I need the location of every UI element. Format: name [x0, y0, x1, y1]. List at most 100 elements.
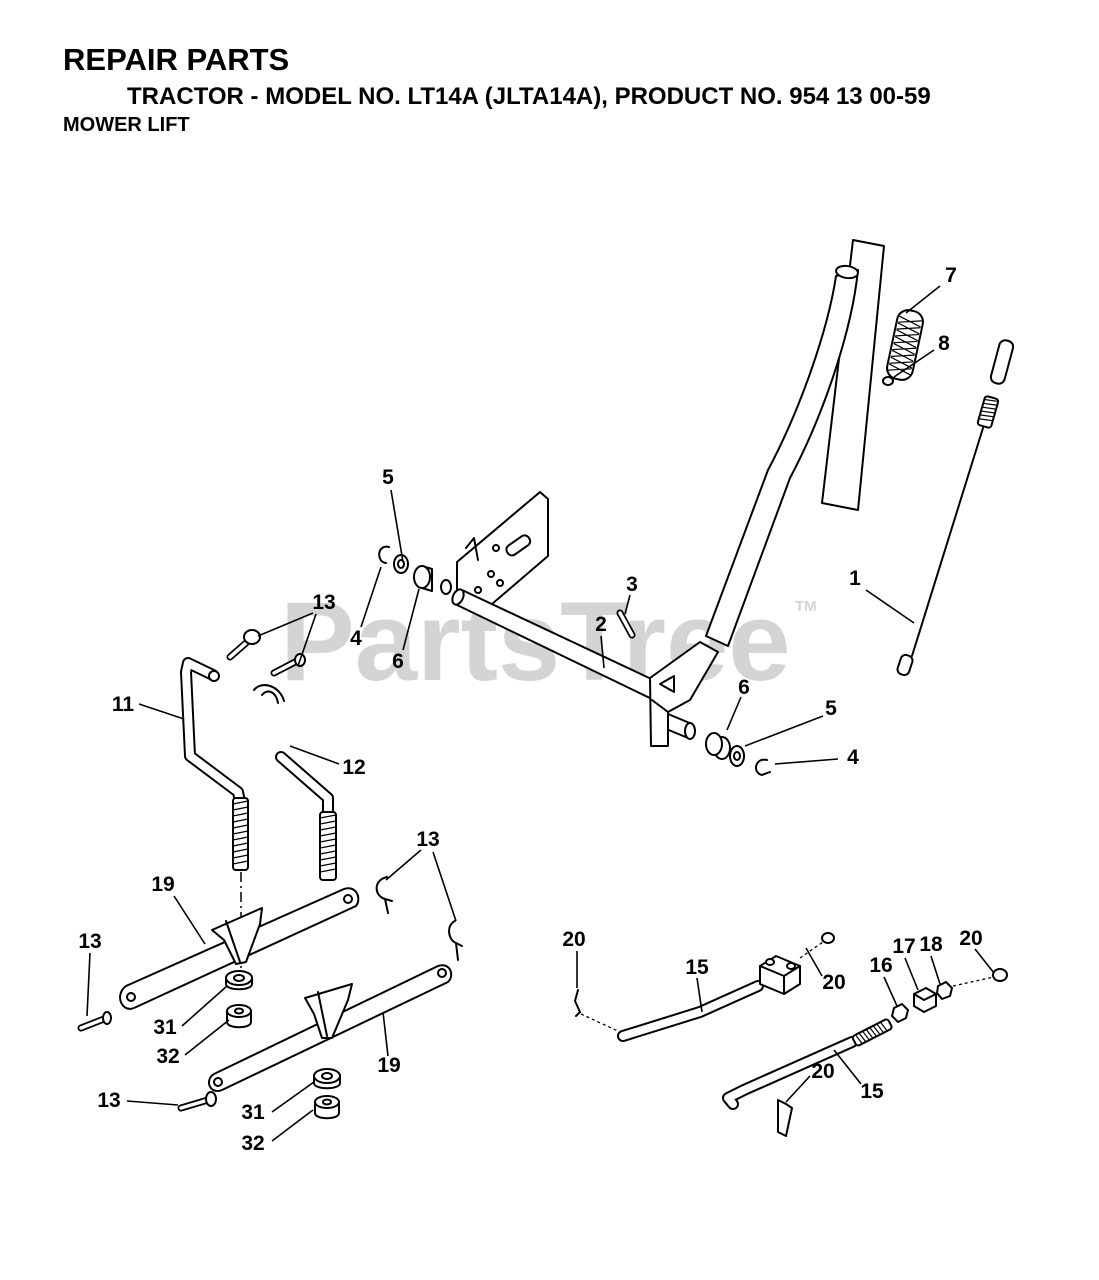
part-11-lift-link — [180, 657, 249, 871]
callout-label: 4 — [350, 627, 362, 650]
callout-7: 7 — [905, 264, 957, 314]
leader-line — [257, 612, 314, 637]
shaft-stub-end — [684, 722, 696, 740]
thread-lines — [978, 398, 999, 422]
block-edge — [913, 993, 937, 1001]
part-6-bushing-left — [413, 565, 431, 589]
callout-20-left: 20 — [562, 928, 586, 988]
callout-12: 12 — [289, 745, 366, 779]
leader-line — [271, 1109, 314, 1142]
callout-label: 2 — [595, 613, 607, 636]
part-13-pin-bottom-left — [77, 1011, 112, 1032]
part-15-rod-lower — [722, 968, 1008, 1137]
callout-4-left: 4 — [350, 566, 382, 650]
callout-label: 31 — [153, 1016, 177, 1039]
callout-19-lower: 19 — [377, 1011, 401, 1077]
plate-notch — [465, 537, 479, 561]
callout-13-bottom: 13 — [97, 1089, 179, 1112]
rod-thread — [976, 395, 1000, 429]
part-20-clip-upper — [821, 932, 835, 944]
leader-line — [126, 1100, 179, 1106]
part-13-hairpin-b — [448, 920, 463, 961]
rod-top-cap — [989, 339, 1015, 385]
callout-label: 6 — [738, 676, 750, 699]
leader-line — [904, 957, 919, 991]
part-32-nut-upper — [226, 1004, 252, 1029]
rod-fill — [619, 982, 762, 1040]
leader-line — [883, 976, 898, 1007]
part-3-pin — [616, 609, 636, 639]
nut-hole — [234, 1007, 244, 1015]
thread-body — [851, 1018, 893, 1047]
callout-20-block: 20 — [805, 947, 846, 994]
callout-18: 18 — [919, 933, 943, 985]
callout-label: 32 — [156, 1045, 179, 1068]
callout-13-left: 13 — [78, 930, 102, 1017]
part-20-bracket — [777, 1099, 793, 1137]
leader-line — [382, 1011, 389, 1057]
pin-b-fill — [272, 659, 299, 675]
callout-13-upper: 13 — [257, 591, 336, 667]
callout-17: 17 — [892, 935, 919, 991]
part-20-cotter-left — [574, 989, 581, 1017]
block-bolt — [765, 958, 775, 966]
callout-31-upper: 31 — [153, 985, 228, 1039]
washer-hole — [733, 751, 741, 761]
link-thread-lines — [232, 800, 249, 865]
section-title: MOWER LIFT — [63, 114, 190, 136]
arm-bracket-fold — [317, 991, 328, 1037]
callout-label: 13 — [97, 1089, 120, 1112]
washer-hole — [233, 974, 245, 982]
callout-label: 20 — [562, 928, 585, 951]
block-bolt — [786, 962, 796, 970]
part-8-ring — [882, 376, 894, 386]
part-4-clip-left — [378, 545, 390, 564]
leader-line — [905, 285, 941, 314]
arm-hole — [213, 1077, 223, 1087]
leader-line — [865, 589, 915, 624]
bracket-tab — [659, 675, 675, 693]
lift-handle-tube — [705, 269, 859, 647]
leader-line — [744, 715, 824, 747]
leader-line — [297, 613, 317, 667]
callout-13-right: 13 — [385, 828, 457, 922]
plate-hole — [492, 544, 500, 552]
leader-line — [774, 758, 839, 765]
thread-lines — [854, 1021, 888, 1045]
callout-label: 5 — [825, 697, 837, 720]
callout-5-left: 5 — [382, 466, 404, 563]
callout-label: 13 — [312, 591, 335, 614]
leader-line — [432, 851, 457, 922]
callout-32-upper: 32 — [156, 1019, 230, 1068]
part-20-clip-right — [992, 968, 1008, 982]
clip-c — [253, 684, 285, 704]
callout-label: 13 — [416, 828, 439, 851]
part-31-washer-lower — [313, 1068, 341, 1090]
mount-plate — [456, 491, 549, 605]
rod-fill — [724, 1038, 856, 1108]
callout-label: 7 — [945, 264, 957, 287]
nut-hole — [322, 1098, 332, 1106]
leader-line — [181, 985, 228, 1027]
rod-shaft — [911, 427, 984, 657]
callout-4-right: 4 — [774, 746, 859, 769]
link-end — [208, 670, 220, 682]
callout-label: 20 — [959, 927, 982, 950]
handle-bracket — [649, 641, 719, 747]
leader-line — [696, 977, 703, 1013]
part-12-lift-link — [275, 751, 337, 881]
pin-fill — [618, 611, 634, 637]
shaft-end — [451, 588, 465, 606]
bracket-fold — [651, 699, 669, 713]
part-13-pin-bottom — [177, 1091, 217, 1112]
arm-hole — [343, 894, 353, 904]
assembly-path — [580, 1013, 621, 1033]
left-shaft-hardware — [378, 545, 452, 595]
leader-line — [289, 745, 340, 765]
leader-line — [385, 849, 422, 881]
callout-31-lower: 31 — [241, 1081, 315, 1124]
callout-1: 1 — [849, 567, 915, 624]
callout-16: 16 — [869, 954, 898, 1007]
rod-bottom-cap — [896, 653, 914, 677]
